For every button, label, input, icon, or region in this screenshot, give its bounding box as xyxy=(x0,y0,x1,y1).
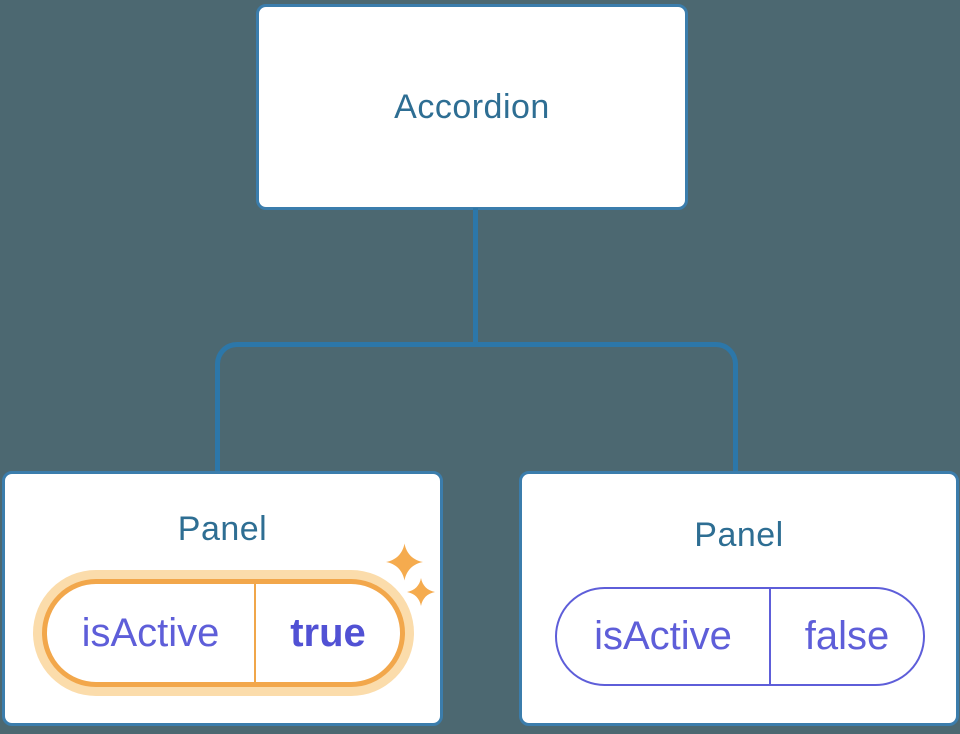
accordion-node-label: Accordion xyxy=(394,87,550,126)
panel-node-title: Panel xyxy=(694,516,784,554)
sparkle-icon xyxy=(386,542,423,582)
state-name: isActive xyxy=(557,589,771,684)
accordion-node: Accordion xyxy=(256,4,688,210)
state-pill-inactive: isActive false xyxy=(555,587,925,686)
connector-stem xyxy=(473,208,478,344)
state-pill-active: isActive true xyxy=(42,579,405,687)
connector-branch xyxy=(215,342,738,472)
state-value: false xyxy=(804,614,890,658)
state-value: true xyxy=(290,610,366,655)
panel-node-inactive: Panel isActive false xyxy=(519,471,959,726)
state-name: isActive xyxy=(47,584,256,682)
sparkle-icon xyxy=(407,577,435,607)
panel-node-active: Panel isActive true xyxy=(2,471,443,726)
panel-node-title: Panel xyxy=(177,510,268,548)
